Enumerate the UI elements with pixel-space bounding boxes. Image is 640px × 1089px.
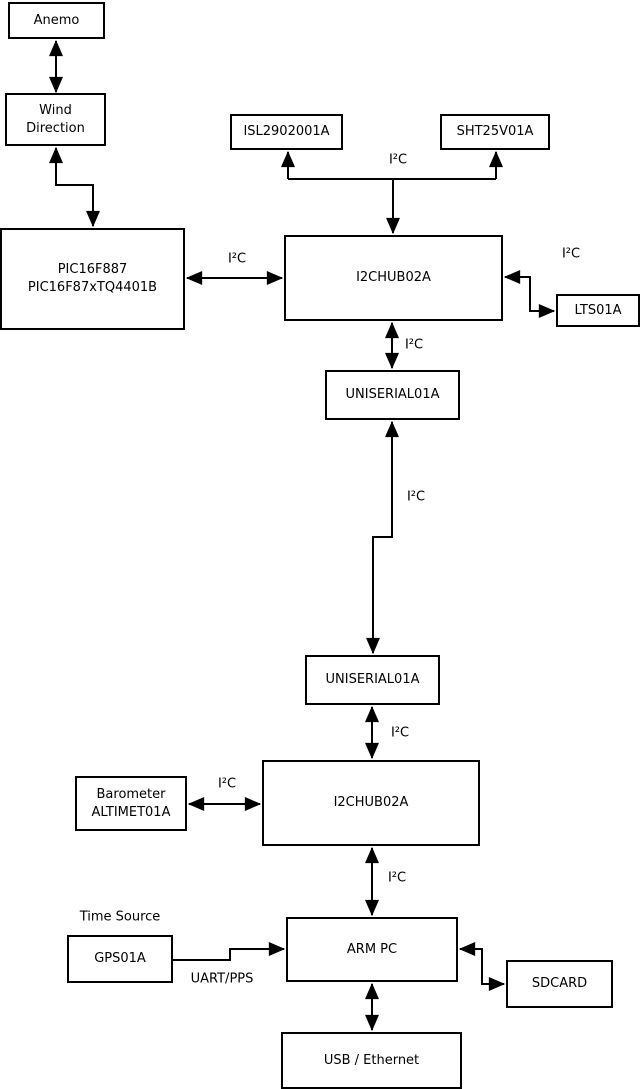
node-usb-ethernet: USB / Ethernet [281, 1032, 462, 1089]
connector-hub1-lts [503, 270, 556, 318]
node-sdcard-label: SDCARD [531, 976, 588, 992]
edge-label-i2c-pic-hub1: I²C [227, 251, 247, 267]
node-lts01a-label: LTS01A [574, 302, 622, 318]
edge-label-uart-pps: UART/PPS [190, 971, 254, 987]
connector-uniserial1-uniserial2 [366, 420, 399, 655]
edge-label-i2c-hub1-uniserial1: I²C [404, 337, 424, 353]
node-arm-pc-label: ARM PC [346, 941, 398, 957]
node-arm-pc: ARM PC [286, 917, 458, 982]
node-gps01a: GPS01A [67, 935, 173, 983]
node-uniserial01a-2: UNISERIAL01A [305, 655, 440, 705]
node-wind-direction-label: Wind Direction [26, 102, 85, 136]
node-gps01a-label: GPS01A [94, 951, 146, 967]
node-pic16f887: PIC16F887 PIC16F87xTQ4401B [0, 228, 185, 330]
node-i2chub02a-2: I2CHUB02A [262, 760, 480, 846]
node-lts01a: LTS01A [556, 294, 640, 327]
connector-wind-pic [49, 146, 100, 228]
node-uniserial01a-1: UNISERIAL01A [325, 370, 460, 420]
connector-armpc-sdcard [458, 942, 506, 991]
node-i2chub02a-1: I2CHUB02A [284, 235, 503, 321]
node-sht25v01a-label: SHT25V01A [456, 124, 534, 140]
node-uniserial01a-2-label: UNISERIAL01A [325, 672, 420, 688]
edge-label-i2c-barometer-hub2: I²C [217, 776, 237, 792]
edge-label-time-source: Time Source [79, 909, 161, 925]
node-barometer-altimet01a-label: Barometer ALTIMET01A [91, 786, 171, 820]
connector-gps-armpc [173, 942, 286, 961]
edge-label-i2c-sensors: I²C [388, 152, 408, 168]
node-isl2902001a-label: ISL2902001A [243, 124, 330, 140]
node-barometer-altimet01a: Barometer ALTIMET01A [75, 776, 187, 831]
node-i2chub02a-1-label: I2CHUB02A [356, 270, 431, 286]
node-usb-ethernet-label: USB / Ethernet [323, 1052, 420, 1068]
node-sht25v01a: SHT25V01A [440, 114, 550, 150]
node-uniserial01a-1-label: UNISERIAL01A [345, 387, 440, 403]
edge-label-i2c-uniserial2-hub2: I²C [390, 725, 410, 741]
node-sdcard: SDCARD [506, 960, 613, 1008]
edge-label-i2c-uniserial1-uniserial2: I²C [406, 489, 426, 505]
edge-label-i2c-hub1-lts: I²C [561, 246, 581, 262]
node-wind-direction: Wind Direction [5, 93, 106, 146]
node-pic16f887-label: PIC16F887 PIC16F87xTQ4401B [27, 262, 158, 295]
edge-label-i2c-hub2-armpc: I²C [387, 870, 407, 886]
node-anemo: Anemo [8, 2, 105, 39]
node-anemo-label: Anemo [33, 12, 80, 28]
node-i2chub02a-2-label: I2CHUB02A [333, 795, 409, 811]
node-isl2902001a: ISL2902001A [230, 114, 343, 150]
